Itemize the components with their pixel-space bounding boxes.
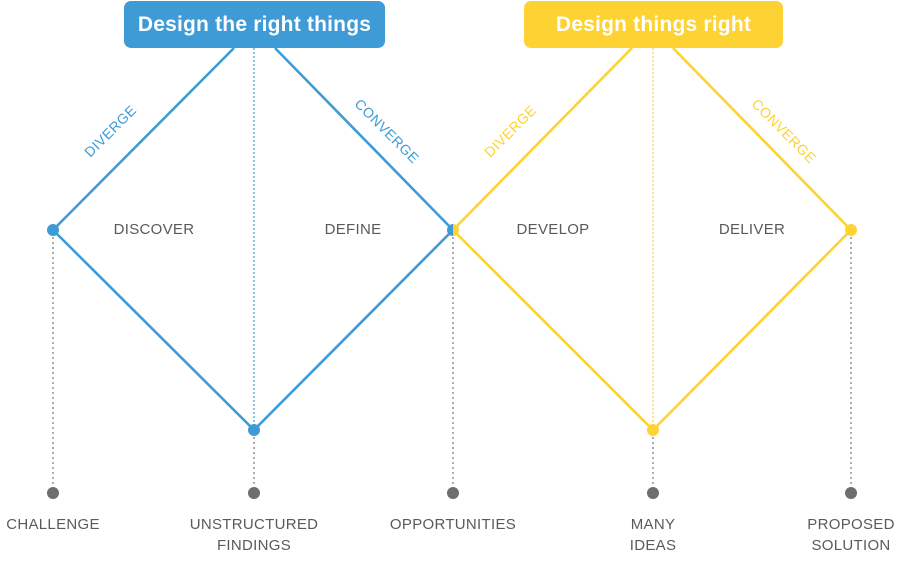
- milestone-dot-ideas: [647, 487, 659, 499]
- milestone-dot-findings: [248, 487, 260, 499]
- header-design-things-right: Design things right: [524, 1, 783, 48]
- milestone-label-unstructured-findings: UNSTRUCTURED FINDINGS: [189, 516, 319, 554]
- vertex-dot-findings: [248, 424, 260, 436]
- stage-label-define: DEFINE: [324, 221, 382, 238]
- stage-label-develop: DEVELOP: [516, 221, 590, 238]
- vertex-dot-ideas: [647, 424, 659, 436]
- milestone-label-opportunities: OPPORTUNITIES: [389, 516, 517, 533]
- vertex-dot-opportunities: [447, 224, 453, 236]
- stage-label-deliver: DELIVER: [718, 221, 786, 238]
- milestone-label-proposed-solution: PROPOSED SOLUTION: [807, 516, 895, 554]
- right-diamond: [451, 47, 853, 432]
- milestone-dot-solution: [845, 487, 857, 499]
- vertex-dot-opportunities-right: [453, 224, 459, 236]
- milestone-dot-challenge: [47, 487, 59, 499]
- milestone-label-challenge: CHALLENGE: [6, 516, 100, 533]
- vertex-dot-solution: [845, 224, 857, 236]
- left-diamond: [51, 47, 455, 432]
- stage-label-discover: DISCOVER: [113, 221, 195, 238]
- milestone-label-many-ideas: MANY IDEAS: [629, 516, 677, 554]
- vertex-dot-challenge: [47, 224, 59, 236]
- header-design-the-right-things: Design the right things: [124, 1, 385, 48]
- milestone-dot-opportunities: [447, 487, 459, 499]
